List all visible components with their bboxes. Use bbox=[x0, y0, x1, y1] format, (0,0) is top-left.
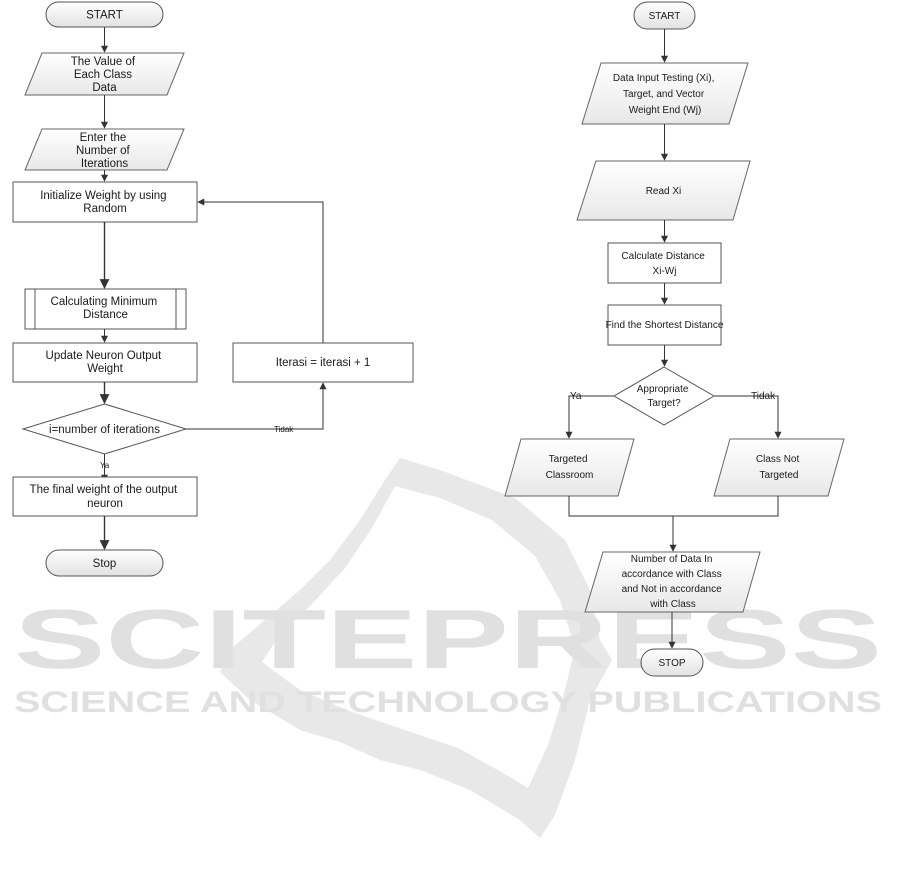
right-yes-label: Ya bbox=[570, 391, 582, 402]
right-arrow-decision-no bbox=[714, 395, 782, 439]
left-update-weight-line-1: Update Neuron Output bbox=[46, 350, 163, 362]
right-start-terminator: START bbox=[633, 1, 696, 30]
right-start-label: START bbox=[649, 11, 681, 22]
right-calc-distance-process: Calculate Distance Xi-Wj bbox=[607, 242, 722, 284]
watermark-brand: SCITEPRESS bbox=[14, 592, 882, 686]
left-final-weight-process: The final weight of the output neuron bbox=[12, 476, 198, 517]
svg-text:Targeted Classroom: Targeted Classroom bbox=[546, 454, 594, 481]
right-stop-terminator: STOP bbox=[640, 648, 704, 677]
right-shortest-distance-process: Find the Shortest Distance bbox=[606, 304, 724, 346]
left-arrow-decision-no bbox=[186, 382, 327, 430]
right-read-input: Read Xi bbox=[576, 160, 751, 221]
right-target-decision: Appropriate Target? bbox=[613, 366, 715, 426]
watermark-tagline: SCIENCE AND TECHNOLOGY PUBLICATIONS bbox=[14, 686, 882, 719]
left-iteration-decision: i=number of iterations bbox=[21, 403, 188, 455]
right-read-label: Read Xi bbox=[646, 186, 682, 197]
right-data-input: Data Input Testing (Xi), Target, and Vec… bbox=[581, 62, 749, 125]
right-not-targeted-line-1: Class Not bbox=[756, 454, 800, 465]
left-iterations-line-2: Number of bbox=[76, 145, 130, 157]
left-start-label: START bbox=[86, 10, 123, 22]
right-count-output: Number of Data In accordance with Class … bbox=[584, 551, 761, 613]
right-arrow-decision-yes bbox=[565, 395, 614, 439]
left-yes-label: Ya bbox=[100, 461, 110, 470]
right-no-label: Tidak bbox=[751, 391, 776, 402]
left-final-weight-line-1: The final weight of the output bbox=[30, 484, 178, 496]
svg-text:Enter the Number of: Enter the Number of Iterations bbox=[76, 132, 133, 170]
left-init-weight-process: Initialize Weight by using Random bbox=[12, 181, 198, 223]
left-class-data-line-2: Each Class bbox=[74, 69, 132, 81]
left-class-data-input: The Value of Each Class Data bbox=[24, 52, 185, 96]
right-count-line-3: and Not in accordance bbox=[622, 584, 723, 595]
left-no-label: Tidak bbox=[274, 425, 294, 434]
left-update-weight-line-2: Weight bbox=[87, 363, 123, 375]
right-calc-distance-line-2: Xi-Wj bbox=[653, 266, 677, 277]
right-decision-line-2: Target? bbox=[647, 398, 681, 409]
svg-text:Calculating Minimum Di: Calculating Minimum Distance bbox=[51, 296, 161, 321]
left-init-weight-line-2: Random bbox=[83, 203, 126, 215]
left-increment-process: Iterasi = iterasi + 1 bbox=[232, 342, 414, 383]
right-shortest-label: Find the Shortest Distance bbox=[606, 320, 724, 331]
left-min-distance-subprocess: Calculating Minimum Distance bbox=[24, 288, 187, 330]
left-init-weight-line-1: Initialize Weight by using bbox=[40, 190, 166, 202]
svg-text:Initialize Weight by using: Initialize Weight by using Random bbox=[40, 190, 170, 215]
svg-text:Number of Data In acco: Number of Data In accordance with Class … bbox=[622, 554, 725, 610]
right-count-line-2: accordance with Class bbox=[622, 569, 722, 580]
right-decision-line-1: Appropriate bbox=[637, 384, 689, 395]
right-count-line-1: Number of Data In bbox=[631, 554, 713, 565]
left-stop-terminator: Stop bbox=[45, 549, 164, 577]
right-count-line-4: with Class bbox=[649, 599, 696, 610]
right-stop-label: STOP bbox=[658, 658, 685, 669]
right-not-targeted-line-2: Targeted bbox=[760, 470, 799, 481]
left-final-weight-line-2: neuron bbox=[87, 498, 123, 510]
right-data-input-line-1: Data Input Testing (Xi), bbox=[613, 73, 715, 84]
svg-text:The final weight of the output: The final weight of the output neuron bbox=[30, 484, 181, 510]
right-calc-distance-line-1: Calculate Distance bbox=[621, 251, 705, 262]
right-data-input-line-3: Weight End (Wj) bbox=[629, 105, 702, 116]
left-class-data-line-1: The Value of bbox=[71, 56, 136, 68]
svg-text:Data Input Testing (Xi),: Data Input Testing (Xi), Target, and Vec… bbox=[613, 73, 717, 116]
right-flowchart: START Data Input Testing (Xi), Target, a… bbox=[504, 1, 845, 677]
left-min-distance-line-2: Distance bbox=[83, 309, 128, 321]
right-targeted-output: Targeted Classroom bbox=[504, 438, 635, 497]
right-data-input-line-2: Target, and Vector bbox=[623, 89, 705, 100]
left-iterations-input: Enter the Number of Iterations bbox=[24, 128, 185, 171]
svg-text:Update Neuron Output W: Update Neuron Output Weight bbox=[46, 350, 165, 375]
left-iterations-line-3: Iterations bbox=[81, 158, 129, 170]
left-increment-label: Iterasi = iterasi + 1 bbox=[276, 357, 371, 369]
left-decision-label: i=number of iterations bbox=[49, 424, 160, 436]
left-update-weight-process: Update Neuron Output Weight bbox=[12, 342, 198, 383]
right-targeted-line-2: Classroom bbox=[546, 470, 594, 481]
right-targeted-line-1: Targeted bbox=[549, 454, 588, 465]
left-class-data-line-3: Data bbox=[92, 82, 117, 94]
left-start-terminator: START bbox=[45, 1, 164, 28]
svg-text:Class Not Targeted: Class Not Targeted bbox=[756, 454, 802, 481]
svg-text:Appropriate Target?: Appropriate Target? bbox=[637, 384, 691, 409]
left-min-distance-line-1: Calculating Minimum bbox=[51, 296, 158, 308]
right-not-targeted-output: Class Not Targeted bbox=[713, 438, 845, 497]
right-merge-line bbox=[568, 496, 779, 517]
svg-text:The Value of Each Clas: The Value of Each Class Data bbox=[71, 56, 139, 94]
left-stop-label: Stop bbox=[93, 558, 117, 570]
watermark-book-emblem bbox=[220, 458, 612, 838]
left-flowchart: START The Value of Each Class Data Enter… bbox=[12, 1, 414, 577]
svg-text:Calculate Distance Xi-: Calculate Distance Xi-Wj bbox=[621, 251, 707, 277]
left-arrow-loop-back bbox=[197, 198, 324, 343]
left-iterations-line-1: Enter the bbox=[80, 132, 127, 144]
